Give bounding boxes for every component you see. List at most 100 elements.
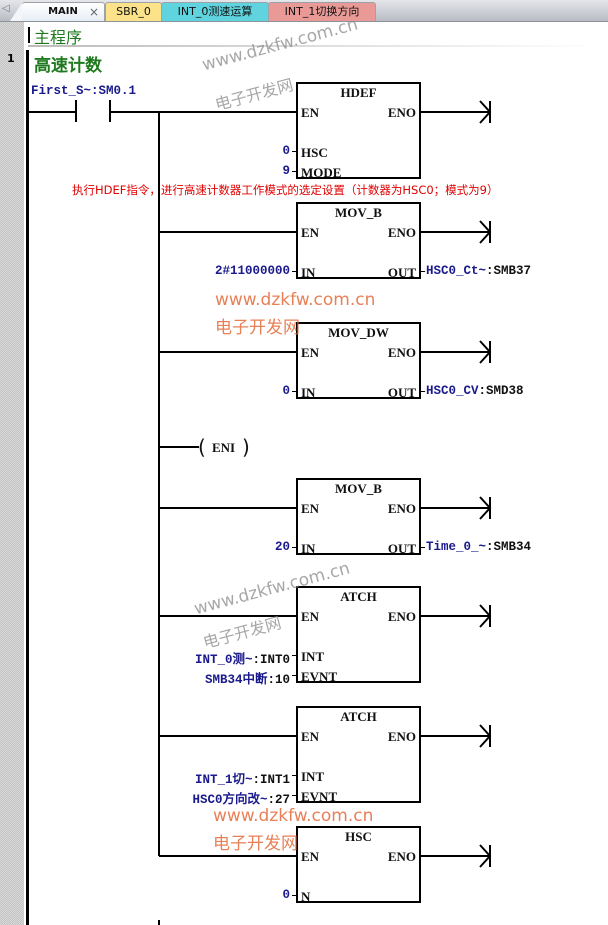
int-symbol: INT_0测~ <box>194 653 253 667</box>
mode-value[interactable]: 9 <box>282 164 290 178</box>
n-pin: N <box>301 889 311 904</box>
in-value[interactable]: 2#11000000 <box>214 264 290 278</box>
int-operand[interactable]: INT_0测~:INT0 <box>195 648 290 667</box>
out-operand[interactable]: HSC0_Ct~:SMB37 <box>426 264 531 278</box>
eno-wire <box>421 507 490 509</box>
pin-tick <box>292 271 296 272</box>
hdef-block[interactable]: HDEF EN ENO HSC MODE <box>296 82 421 180</box>
program-title[interactable]: 主程序 <box>34 28 83 47</box>
network-number: 1 <box>7 52 15 65</box>
int-pin: INT <box>301 649 325 664</box>
block-name: MOV_DW <box>328 325 389 340</box>
in-value[interactable]: 20 <box>274 540 290 554</box>
wire <box>28 111 76 113</box>
int-address: :INT0 <box>252 653 290 667</box>
pin-tick <box>421 391 425 392</box>
wire <box>159 231 298 233</box>
network-title[interactable]: 高速计数 <box>34 56 102 76</box>
block-name: ATCH <box>340 589 377 604</box>
atch-block[interactable]: ATCH EN ENO INT EVNT <box>296 586 421 684</box>
coil-right-paren: ) <box>242 435 250 459</box>
eno-pin: ENO <box>387 609 416 624</box>
watermark-name: 电子开发网 <box>215 318 300 338</box>
contact-left-plate[interactable] <box>75 100 77 122</box>
coil-left-paren: ( <box>198 435 206 459</box>
editor-tab-bar: ◁ MAIN × SBR_0 INT_0测速运算 INT_1切换方向 <box>0 0 608 22</box>
int-operand[interactable]: INT_1切~:INT1 <box>195 768 290 787</box>
mode-pin: MODE <box>301 165 342 180</box>
out-address: :SMD38 <box>478 384 524 398</box>
n-value[interactable]: 0 <box>282 888 290 902</box>
evnt-operand[interactable]: SMB34中断:10 <box>205 668 290 687</box>
out-operand[interactable]: HSC0_CV:SMD38 <box>426 384 524 398</box>
tab-sbr-0[interactable]: SBR_0 <box>105 2 162 21</box>
tab-int-0[interactable]: INT_0测速运算 <box>161 2 269 21</box>
en-pin: EN <box>301 729 320 744</box>
out-operand[interactable]: Time_0_~:SMB34 <box>426 540 531 554</box>
eno-pin: ENO <box>387 849 416 864</box>
eno-wire <box>421 111 490 113</box>
watermark-name: 电子开发网 <box>213 75 296 115</box>
output-arrow-icon <box>479 724 492 748</box>
hsc-block[interactable]: HSC EN ENO N <box>296 826 421 904</box>
evnt-symbol: HSC0方向改~ <box>192 793 268 807</box>
mov-b-block[interactable]: MOV_B EN ENO IN OUT <box>296 478 421 556</box>
en-pin: EN <box>301 105 320 120</box>
tab-int-1[interactable]: INT_1切换方向 <box>268 2 376 21</box>
watermark-url: www.dzkfw.com.cn <box>213 806 374 826</box>
evnt-symbol: SMB34中断 <box>204 673 268 687</box>
out-symbol: HSC0_CV <box>426 384 479 398</box>
eno-wire <box>421 351 490 353</box>
close-icon[interactable]: × <box>88 5 99 19</box>
en-pin: EN <box>301 849 320 864</box>
eni-coil[interactable]: ( ENI ) <box>198 435 254 459</box>
atch-block[interactable]: ATCH EN ENO INT EVNT <box>296 706 421 804</box>
in-pin: IN <box>301 265 316 280</box>
out-symbol: HSC0_Ct~ <box>426 264 487 278</box>
eno-wire <box>421 615 490 617</box>
power-rail <box>26 50 29 925</box>
wire <box>159 351 298 353</box>
eno-wire <box>421 855 490 857</box>
output-arrow-icon <box>479 844 492 868</box>
pin-tick <box>292 675 296 676</box>
network-comment[interactable]: 执行HDEF指令，进行高速计数器工作模式的选定设置（计数器为HSC0；模式为9） <box>72 183 499 197</box>
eno-wire <box>421 231 490 233</box>
in-value[interactable]: 0 <box>282 384 290 398</box>
contact-label[interactable]: First_S~:SM0.1 <box>31 84 136 98</box>
branch-bus <box>158 111 160 856</box>
en-pin: EN <box>301 501 320 516</box>
ladder-gutter <box>0 22 24 925</box>
pin-tick <box>292 795 296 796</box>
block-name: HDEF <box>340 85 377 100</box>
out-pin: OUT <box>387 265 416 280</box>
evnt-address: :10 <box>267 673 290 687</box>
en-pin: EN <box>301 225 320 240</box>
mov-dw-block[interactable]: MOV_DW EN ENO IN OUT <box>296 322 421 400</box>
block-name: MOV_B <box>335 205 382 220</box>
evnt-operand[interactable]: HSC0方向改~:27 <box>192 788 290 807</box>
en-pin: EN <box>301 345 320 360</box>
out-address: :SMB37 <box>486 264 532 278</box>
hsc-value[interactable]: 0 <box>282 144 290 158</box>
tab-int-0-label: INT_0测速运算 <box>177 5 253 18</box>
eno-wire <box>421 735 490 737</box>
tab-main[interactable]: MAIN × <box>10 2 105 21</box>
wire <box>159 735 298 737</box>
evnt-address: :27 <box>267 793 290 807</box>
wire <box>159 446 199 448</box>
mov-b-block[interactable]: MOV_B EN ENO IN OUT <box>296 202 421 280</box>
en-pin: EN <box>301 609 320 624</box>
pin-tick <box>421 271 425 272</box>
output-arrow-icon <box>479 604 492 628</box>
in-pin: IN <box>301 541 316 556</box>
out-address: :SMB34 <box>486 540 532 554</box>
block-name: ATCH <box>340 709 377 724</box>
pin-tick <box>292 547 296 548</box>
wire <box>110 111 160 113</box>
tab-scroll-left-icon[interactable]: ◁ <box>2 3 10 14</box>
eno-pin: ENO <box>387 105 416 120</box>
evnt-pin: EVNT <box>301 669 338 684</box>
hsc-pin: HSC <box>301 145 328 160</box>
title-marker <box>28 27 30 43</box>
